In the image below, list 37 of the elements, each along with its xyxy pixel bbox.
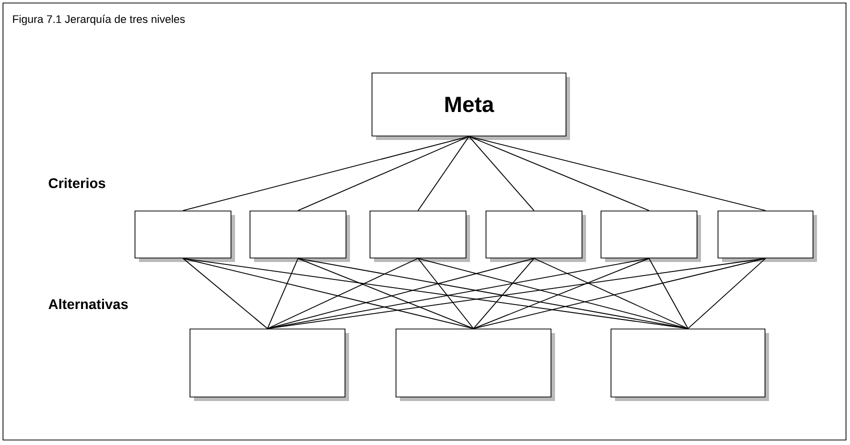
connector-line	[182, 136, 470, 212]
connector-line	[182, 258, 688, 330]
connector-line	[473, 258, 766, 330]
criterion-box	[370, 210, 470, 262]
criterion-box	[600, 210, 701, 262]
connector-line	[534, 258, 688, 330]
connector-line	[468, 136, 650, 212]
connector-line	[473, 258, 650, 330]
connector-line	[298, 258, 688, 330]
figure-title: Figura 7.1 Jerarquía de tres niveles	[13, 14, 185, 26]
connector-line	[473, 258, 534, 330]
connector-line	[648, 258, 688, 330]
goal-box: Meta	[372, 72, 570, 140]
connector-line	[267, 258, 534, 330]
connector-line	[182, 258, 268, 330]
alternative-box	[190, 328, 349, 401]
connector-line	[418, 258, 688, 330]
connector-line	[418, 258, 474, 330]
criterion-box	[134, 210, 235, 262]
level-label: Criterios	[48, 178, 106, 188]
connector-line	[267, 258, 298, 330]
connector-line	[468, 136, 766, 212]
connector-line	[688, 258, 766, 330]
alternative-box	[610, 328, 769, 401]
connector-line	[468, 136, 534, 212]
connector-line	[267, 258, 766, 330]
connector-line	[298, 258, 474, 330]
alternative-box	[396, 328, 555, 401]
connector-line	[267, 258, 650, 330]
criterion-box	[250, 210, 350, 262]
connector-line	[182, 258, 474, 330]
connector-line	[418, 136, 470, 212]
criterion-box	[486, 210, 586, 262]
connector-line	[298, 136, 470, 212]
level-label: Alternativas	[48, 298, 128, 310]
criterion-box	[718, 210, 817, 262]
connector-line	[267, 258, 418, 330]
